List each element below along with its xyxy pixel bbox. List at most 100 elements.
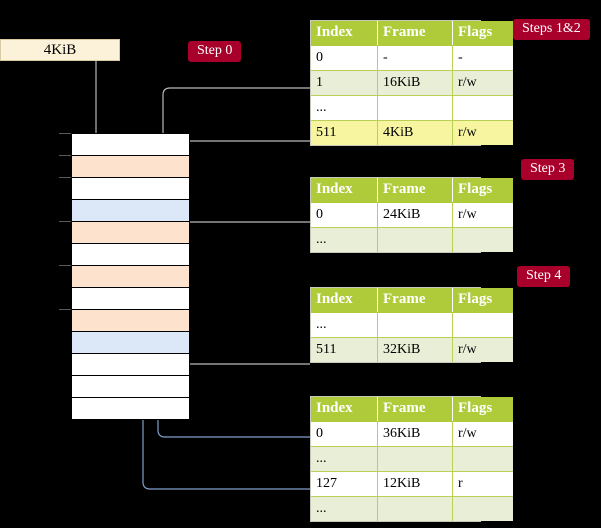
memory-frame-tick xyxy=(59,133,71,134)
table-row: ... xyxy=(311,496,513,521)
badge-step-4-label: Step 4 xyxy=(526,268,562,283)
cell-index: ... xyxy=(311,312,378,338)
wire-step3-in xyxy=(178,221,310,264)
memory-frame-tick xyxy=(59,177,71,178)
memory-frame xyxy=(71,287,190,310)
column-header-frame: Frame xyxy=(377,178,453,203)
memory-frame-tick xyxy=(59,265,71,266)
cell-frame xyxy=(377,312,453,338)
cell-flags xyxy=(452,446,513,472)
column-header-flags: Flags xyxy=(452,397,513,422)
cell-flags: r/w xyxy=(452,421,513,447)
cell-frame: 32KiB xyxy=(377,337,453,362)
column-header-index: Index xyxy=(311,288,378,313)
memory-frame xyxy=(71,243,190,266)
column-header-frame: Frame xyxy=(377,21,453,46)
cell-index: 0 xyxy=(311,421,378,447)
memory-frame xyxy=(71,375,190,398)
memory-frame xyxy=(71,397,190,420)
table-row: 0-- xyxy=(311,45,513,71)
wire-level1-row0 xyxy=(151,334,310,438)
cell-index: ... xyxy=(311,496,378,521)
cell-flags: r/w xyxy=(452,337,513,362)
cell-frame xyxy=(377,446,453,472)
cell-frame: - xyxy=(377,45,453,71)
memory-frame xyxy=(71,133,190,156)
badge-steps-1-2-label: Steps 1&2 xyxy=(522,21,581,36)
memory-frame-tick xyxy=(59,309,71,310)
table-row: ... xyxy=(311,312,513,338)
badge-step-3-label: Step 3 xyxy=(530,161,566,176)
badge-step-3: Step 3 xyxy=(521,159,575,180)
cell-index: 511 xyxy=(311,337,378,362)
cell-frame xyxy=(377,227,453,252)
cell-index: ... xyxy=(311,95,378,121)
table-row: ... xyxy=(311,227,513,252)
memory-frame-tick xyxy=(59,221,71,222)
wire-level1-row127 xyxy=(136,214,310,490)
cell-flags: r/w xyxy=(452,202,513,228)
cell-flags xyxy=(452,312,513,338)
column-header-frame: Frame xyxy=(377,397,453,422)
memory-frame xyxy=(71,265,190,288)
column-header-flags: Flags xyxy=(452,178,513,203)
memory-frame xyxy=(71,331,190,354)
cell-flags xyxy=(452,95,513,121)
cell-index: ... xyxy=(311,227,378,252)
column-header-frame: Frame xyxy=(377,288,453,313)
cell-frame: 16KiB xyxy=(377,70,453,96)
virtual-page-label: 4KiB xyxy=(43,41,77,58)
cell-flags: - xyxy=(452,45,513,71)
column-header-flags: Flags xyxy=(452,21,513,46)
cell-frame xyxy=(377,95,453,121)
cell-flags xyxy=(452,496,513,521)
cell-index: ... xyxy=(311,446,378,472)
badge-step-0: Step 0 xyxy=(188,41,242,62)
cell-frame: 4KiB xyxy=(377,120,453,145)
memory-frame xyxy=(71,177,190,200)
memory-frame xyxy=(71,221,190,244)
memory-frame xyxy=(71,199,190,222)
cell-flags: r/w xyxy=(452,120,513,145)
cell-frame: 12KiB xyxy=(377,471,453,497)
table-row: ... xyxy=(311,446,513,472)
memory-frame xyxy=(71,309,190,332)
badge-step-4: Step 4 xyxy=(517,266,571,287)
memory-frame xyxy=(71,155,190,178)
table-row: ... xyxy=(311,95,513,121)
memory-frame xyxy=(71,353,190,376)
wire-step4-in xyxy=(172,316,310,365)
cell-flags: r/w xyxy=(452,70,513,96)
cell-frame xyxy=(377,496,453,521)
column-header-flags: Flags xyxy=(452,288,513,313)
cell-frame: 36KiB xyxy=(377,421,453,447)
cell-frame: 24KiB xyxy=(377,202,453,228)
column-header-index: Index xyxy=(311,178,378,203)
cell-index: 1 xyxy=(311,70,378,96)
physical-memory-column xyxy=(59,133,190,420)
cell-flags xyxy=(452,227,513,252)
badge-step-0-label: Step 0 xyxy=(197,43,233,58)
cell-index: 0 xyxy=(311,45,378,71)
memory-frame-tick xyxy=(59,155,71,156)
cell-index: 0 xyxy=(311,202,378,228)
column-header-index: Index xyxy=(311,21,378,46)
cell-flags: r xyxy=(452,471,513,497)
column-header-index: Index xyxy=(311,397,378,422)
virtual-page-box: 4KiB xyxy=(0,39,120,61)
wire-steps12-in xyxy=(162,87,310,151)
cell-index: 127 xyxy=(311,471,378,497)
badge-steps-1-2: Steps 1&2 xyxy=(513,19,590,40)
